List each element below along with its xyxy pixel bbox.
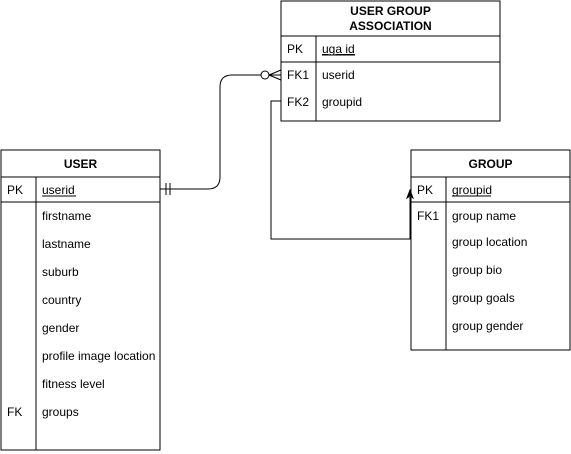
user-box [0, 149, 161, 451]
group-key-fk1: FK1 [417, 209, 439, 223]
crows-foot-lower [268, 74, 282, 81]
uga-pk-field: uga id [322, 42, 355, 56]
user-field-suburb: suburb [42, 265, 79, 279]
user-field-profile-image-location: profile image location [42, 349, 155, 363]
uga-key-0: FK1 [287, 68, 309, 82]
crows-foot-upper [268, 69, 282, 76]
user-field-firstname: firstname [42, 209, 92, 223]
user-pk-field: userid [42, 183, 75, 197]
arrowhead-icon [405, 188, 415, 200]
uga-key-1: FK2 [287, 95, 309, 109]
entity-group[interactable]: GROUP PK groupid FK1 group name group lo… [410, 149, 571, 351]
user-field-country: country [42, 293, 81, 307]
group-field-group-bio: group bio [452, 263, 502, 277]
uga-field-userid: userid [322, 68, 355, 82]
user-field-fitness-level: fitness level [42, 377, 105, 391]
uga-field-groupid: groupid [322, 95, 362, 109]
user-field-gender: gender [42, 321, 79, 335]
user-title: USER [64, 157, 98, 171]
user-field-lastname: lastname [42, 237, 91, 251]
group-field-group-gender: group gender [452, 319, 523, 333]
group-field-group-location: group location [452, 235, 527, 249]
group-title: GROUP [468, 157, 512, 171]
entity-user[interactable]: USER PK userid firstname lastname suburb… [0, 149, 161, 451]
group-pk-field: groupid [452, 183, 492, 197]
group-field-group-goals: group goals [452, 291, 515, 305]
user-key-groups: FK [7, 405, 22, 419]
entity-user-group-association[interactable]: USER GROUP ASSOCIATION PK uga id FK1 use… [280, 0, 501, 122]
zero-circle-mark [260, 70, 270, 80]
relationship-group-uga-line [270, 100, 411, 240]
relationship-user-uga-line [160, 74, 281, 190]
group-field-group-name: group name [452, 209, 516, 223]
user-pk-key: PK [7, 183, 23, 197]
uga-title-line1: USER GROUP [350, 4, 431, 18]
uga-pk-key: PK [287, 42, 303, 56]
relationship-group-uga[interactable] [270, 100, 415, 240]
user-field-groups: groups [42, 405, 79, 419]
group-pk-key: PK [417, 183, 433, 197]
relationship-user-uga[interactable] [160, 69, 282, 195]
group-box [410, 149, 571, 351]
uga-title-line2: ASSOCIATION [349, 19, 431, 33]
uga-box [280, 0, 501, 122]
